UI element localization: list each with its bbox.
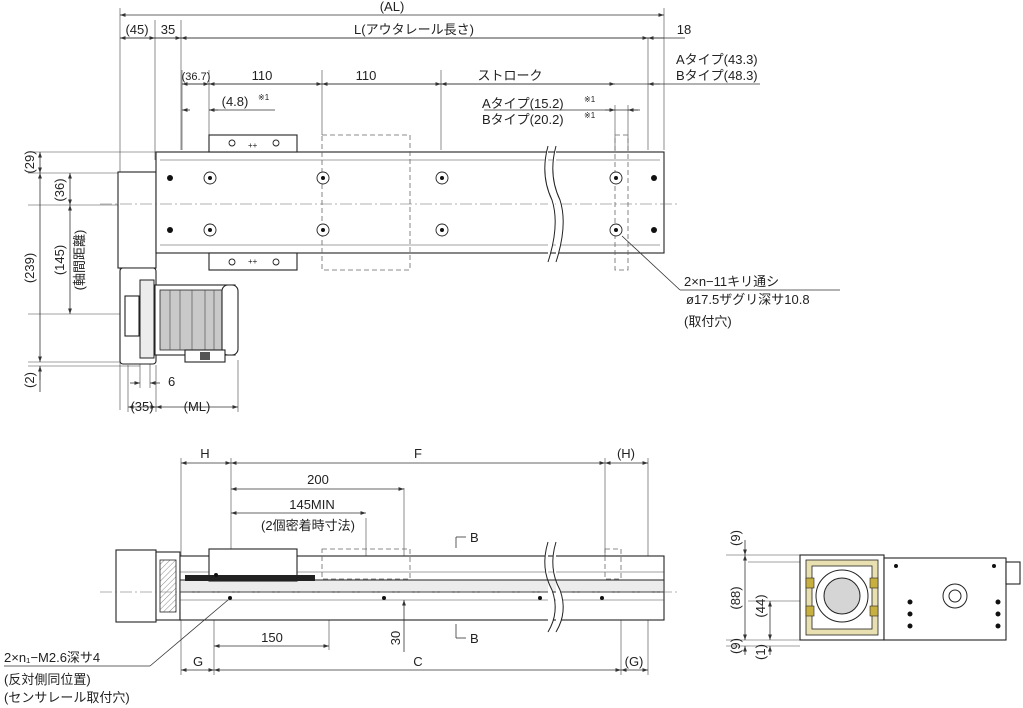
dim-29: (29) <box>22 150 37 173</box>
dim-l: L(アウタレール長さ) <box>354 22 474 37</box>
dim-110-b: 110 <box>356 68 377 83</box>
dim-36: (36) <box>52 178 67 201</box>
hole-note-2: ø17.5ザグリ深サ10.8 <box>686 292 810 307</box>
dim-9-top: (9) <box>728 530 743 546</box>
top-view: (AL) (45) 35 L(アウタレール長さ) 18 Aタイプ(43.3) B… <box>22 0 840 414</box>
dim-150: 150 <box>261 630 283 645</box>
note-mark-3: ※1 <box>584 111 596 120</box>
dim-g-paren: (G) <box>625 654 644 669</box>
dim-239: (239) <box>22 253 37 283</box>
dim-h: H <box>200 446 209 461</box>
dim-36-7: (36.7) <box>182 71 211 83</box>
dim-f: F <box>414 446 422 461</box>
end-block <box>117 171 157 269</box>
dim-type-b-end: Bタイプ(48.3) <box>676 68 758 83</box>
hole-note-1: 2×n−11キリ通シ <box>684 274 779 289</box>
dim-88: (88) <box>728 586 743 609</box>
dim-stroke: ストローク <box>477 68 542 83</box>
axis-distance-label: (軸間距離) <box>72 230 87 291</box>
dim-type-b-off: Bタイプ(20.2) <box>482 112 564 127</box>
note-contact: (2個密着時寸法) <box>261 518 355 533</box>
dim-145: (145) <box>52 245 67 275</box>
dim-al: (AL) <box>380 0 405 14</box>
tap-note-1: 2×n₁−M2.6深サ4 <box>4 650 100 665</box>
svg-text:++: ++ <box>248 141 258 150</box>
dim-4-8: (4.8) <box>222 94 249 109</box>
dim-44: (44) <box>753 594 768 617</box>
dim-type-a-end: Aタイプ(43.3) <box>676 52 758 67</box>
dim-type-a-off: Aタイプ(15.2) <box>482 96 564 111</box>
dim-g: G <box>193 654 203 669</box>
dim-9-bottom: (9) <box>728 638 743 654</box>
section-b-bottom: B <box>470 631 479 646</box>
dim-145min: 145MIN <box>289 497 335 512</box>
side-view: (9) (88) (44) (9) (1) <box>726 530 1021 660</box>
dim-18: 18 <box>677 22 691 37</box>
dim-30: 30 <box>388 631 403 645</box>
dim-2: (2) <box>22 372 37 388</box>
note-mark-2: ※1 <box>584 95 596 104</box>
dim-110-a: 110 <box>252 68 273 83</box>
dim-6: 6 <box>168 374 175 389</box>
front-view: H F (H) 200 145MIN (2個密着時寸法) B B <box>4 446 680 705</box>
tap-note-2: (反対側同位置) <box>4 672 91 687</box>
dim-35b: (35) <box>130 399 153 414</box>
dim-35: 35 <box>161 22 175 37</box>
note-mark-1: ※1 <box>258 93 270 102</box>
dim-h-paren: (H) <box>617 446 635 461</box>
dim-1: (1) <box>753 644 768 660</box>
dim-45: (45) <box>125 22 148 37</box>
end-block-front <box>115 549 157 623</box>
dim-200: 200 <box>307 472 329 487</box>
mounting-holes <box>167 171 657 237</box>
dim-c: C <box>413 654 422 669</box>
dim-ml: (ML) <box>184 399 211 414</box>
svg-text:++: ++ <box>248 257 258 266</box>
section-b-top: B <box>470 530 479 545</box>
tap-note-3: (センサレール取付穴) <box>4 690 130 705</box>
hole-note-3: (取付穴) <box>684 314 732 329</box>
